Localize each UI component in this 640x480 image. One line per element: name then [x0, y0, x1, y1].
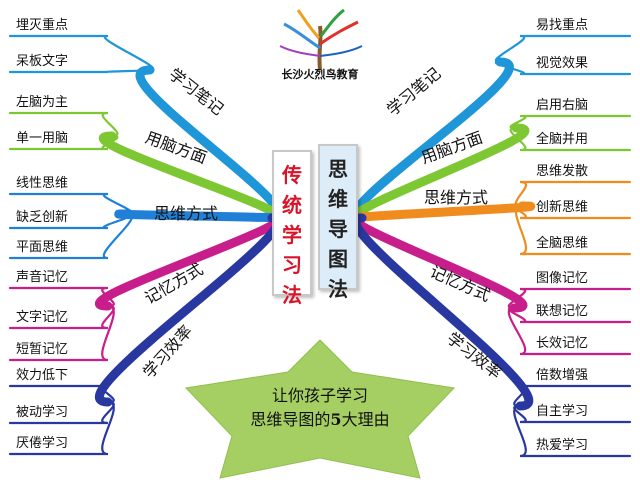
right-leaf-2-2: 全脑思维 — [536, 236, 589, 251]
left-leaf-1-1: 单一用脑 — [16, 131, 69, 146]
right-leaf-line-3-0 — [507, 287, 632, 310]
left-branch-line-3 — [94, 213, 283, 311]
right-leaf-4-1: 自主学习 — [536, 404, 589, 419]
right-leaf-1-0: 启用右脑 — [536, 98, 589, 113]
left-leaf-2-1: 缺乏创新 — [16, 210, 69, 225]
left-leaf-2-2: 平面思维 — [16, 240, 69, 255]
right-leaf-0-1: 视觉效果 — [536, 56, 589, 71]
left-leaf-line-0-1 — [8, 68, 155, 74]
right-branch-label-2: 思维方式 — [423, 188, 488, 207]
left-leaf-2-0: 线性思维 — [16, 176, 69, 191]
star-line-2: 思维导图的5大理由 — [210, 408, 430, 432]
right-leaf-1-1: 全脑并用 — [536, 132, 589, 147]
left-leaf-line-3-0 — [8, 286, 115, 308]
left-leaf-3-2: 短暂记忆 — [16, 342, 69, 357]
left-leaf-0-0: 埋灭重点 — [16, 18, 69, 33]
right-leaf-line-1-1 — [509, 126, 632, 152]
left-branch-line-4 — [94, 213, 283, 407]
left-leaf-line-3-2 — [8, 304, 115, 362]
star-line-2-number: 5 — [330, 410, 342, 429]
left-leaf-line-2-0 — [8, 192, 134, 216]
right-leaf-line-1-0 — [509, 114, 632, 130]
star-line-1: 让你孩子学习 — [271, 386, 368, 405]
traditional-method-box: 传统学习法 — [272, 150, 312, 307]
left-leaf-line-4-2 — [8, 400, 115, 456]
right-leaf-0-0: 易找重点 — [536, 18, 589, 33]
left-leaf-line-0-0 — [8, 34, 155, 72]
left-leaf-line-1-1 — [8, 134, 119, 151]
left-leaf-0-1: 呆板文字 — [16, 54, 69, 69]
right-leaf-line-0-1 — [494, 60, 632, 76]
star-caption: 让你孩子学习 思维导图的5大理由 — [210, 384, 430, 432]
left-branch-label-2: 思维方式 — [153, 204, 218, 223]
right-leaf-line-3-2 — [507, 306, 632, 356]
right-leaf-2-1: 创新思维 — [536, 200, 589, 215]
left-leaf-4-2: 厌倦学习 — [16, 436, 69, 451]
left-leaf-4-0: 效力低下 — [16, 368, 69, 383]
right-leaf-4-0: 倍数增强 — [536, 368, 589, 383]
left-leaf-line-2-2 — [8, 212, 134, 260]
right-leaf-line-4-2 — [513, 404, 632, 458]
right-leaf-4-2: 热爱学习 — [536, 438, 589, 453]
reasons-star — [184, 339, 456, 479]
logo-tree-icon — [279, 8, 363, 71]
star-line-2-after: 大理由 — [341, 410, 390, 429]
right-leaf-line-2-0 — [514, 180, 632, 208]
star-shape — [184, 339, 456, 479]
right-leaf-line-2-2 — [515, 204, 632, 256]
left-leaf-3-0: 声音记忆 — [16, 270, 69, 285]
right-leaf-2-0: 思维发散 — [536, 164, 589, 179]
right-leaf-3-1: 联想记忆 — [536, 304, 589, 319]
right-branch-line-2 — [351, 201, 536, 223]
left-leaf-line-4-0 — [8, 384, 115, 404]
left-leaf-line-1-0 — [8, 111, 119, 138]
right-leaf-3-2: 长效记忆 — [536, 336, 589, 351]
right-leaf-line-0-0 — [494, 34, 632, 64]
right-leaf-3-0: 图像记忆 — [536, 271, 589, 286]
left-leaf-4-1: 被动学习 — [16, 405, 69, 420]
star-line-2-before: 思维导图的 — [250, 410, 331, 429]
logo-text: 长沙火烈鸟教育 — [281, 68, 359, 81]
left-leaf-3-1: 文字记忆 — [16, 310, 69, 325]
mind-map-method-box: 思维导图法 — [318, 144, 358, 301]
right-leaf-line-4-0 — [513, 384, 632, 408]
left-leaf-1-0: 左脑为主 — [16, 95, 69, 110]
